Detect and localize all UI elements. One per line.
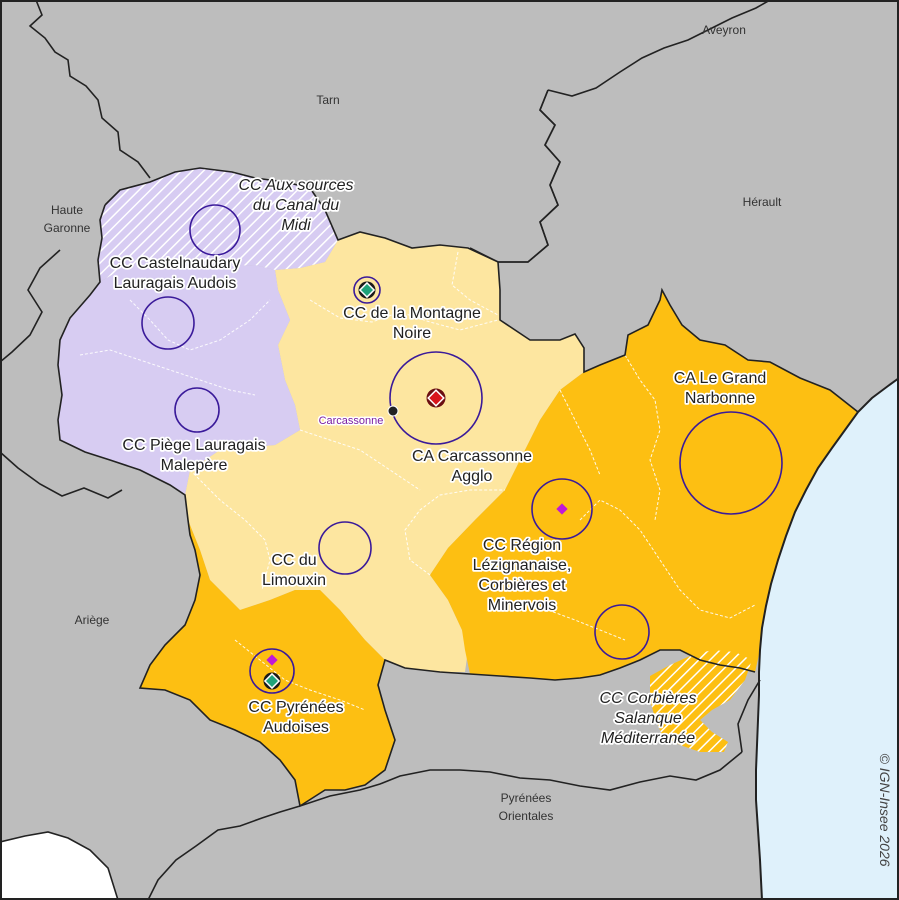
label-grand-narbonne-2: Narbonne — [685, 390, 755, 407]
label-piege-1: CC Piège Lauragais — [122, 437, 265, 454]
label-limouxin-2: Limouxin — [262, 572, 326, 589]
circle-lezignanaise — [531, 478, 593, 540]
label-montagne-noire-1: CC de la Montagne — [343, 305, 481, 322]
label-carcassonne-agglo-1: CA Carcassonne — [412, 448, 532, 465]
label-pyrenees-audoises-2: Audoises — [263, 719, 329, 736]
aude-border — [104, 89, 561, 263]
dept-label-po-2: Orientales — [499, 809, 554, 823]
epci-circles — [141, 204, 783, 694]
department-labels: Tarn Aveyron Hérault Haute Garonne Arièg… — [44, 23, 782, 823]
label-corbieres-salanque-1: CC Corbières — [600, 690, 697, 707]
dept-label-ariege: Ariège — [75, 613, 110, 627]
aude-border-east — [497, 261, 859, 413]
label-corbieres-salanque-2: Salanque — [614, 710, 682, 727]
city-dot — [387, 405, 399, 417]
label-lezignanaise-4: Minervois — [488, 597, 556, 614]
aude-border-south — [57, 204, 756, 808]
dept-label-tarn: Tarn — [316, 93, 339, 107]
coastline — [755, 377, 899, 900]
label-montagne-noire-2: Noire — [393, 325, 431, 342]
magenta-diamond-icon — [266, 654, 278, 666]
circle-castelnaudary — [141, 296, 195, 350]
zone-ca-orange-east — [430, 290, 858, 680]
label-lezignanaise-1: CC Région — [483, 537, 561, 554]
zone-ca-orange-southwest — [140, 520, 395, 806]
label-lezignanaise-2: Lézignanaise, — [473, 557, 572, 574]
circle-piege — [174, 387, 220, 433]
dept-label-haute-garonne-2: Garonne — [44, 221, 91, 235]
epci-zones — [58, 168, 858, 806]
dept-label-haute-garonne-1: Haute — [51, 203, 83, 217]
green-diamond-icon — [358, 281, 376, 299]
dept-label-herault: Hérault — [743, 195, 782, 209]
dept-label-po-1: Pyrénées — [501, 791, 552, 805]
label-grand-narbonne-1: CA Le Grand — [674, 370, 767, 387]
zone-aux-sources-hatched — [98, 168, 338, 282]
label-aux-sources-1: CC Aux sources — [239, 177, 354, 194]
zone-corbieres-salanque-hatched — [650, 650, 752, 752]
copyright-text: © IGN-Insee 2026 — [877, 753, 893, 866]
label-aux-sources-2: du Canal du — [253, 197, 339, 214]
label-limouxin-1: CC du — [271, 552, 316, 569]
circle-grand-narbonne — [679, 411, 783, 515]
city-label-carcassonne: Carcassonne — [319, 415, 384, 427]
label-lezignanaise-3: Corbières et — [478, 577, 566, 594]
zone-lauragais — [58, 260, 300, 495]
zone-ca-carcassonne — [185, 232, 584, 672]
circle-aux-sources — [189, 204, 241, 256]
sea — [756, 378, 899, 900]
green-diamond-icon — [263, 672, 281, 690]
circle-carcassonne-agglo — [389, 351, 483, 445]
seat-markers — [263, 281, 568, 690]
red-diamond-icon — [426, 388, 446, 408]
circle-limouxin — [318, 521, 372, 575]
label-piege-2: Malepère — [161, 457, 228, 474]
spain-area — [0, 832, 118, 900]
label-corbieres-salanque-3: Méditerranée — [601, 730, 695, 747]
circle-pyrenees-audoises — [249, 648, 295, 694]
dept-label-aveyron: Aveyron — [702, 23, 746, 37]
label-castelnaudary-2: Lauragais Audois — [114, 275, 237, 292]
label-castelnaudary-1: CC Castelnaudary — [110, 255, 241, 272]
magenta-diamond-icon — [556, 503, 568, 515]
department-boundaries — [0, 0, 771, 900]
label-carcassonne-agglo-2: Agglo — [452, 468, 493, 485]
circle-corbieres-salanque — [594, 604, 650, 660]
circle-montagne-noire — [353, 276, 381, 304]
label-pyrenees-audoises-1: CC Pyrénées — [248, 699, 343, 716]
label-aux-sources-3: Midi — [281, 217, 311, 234]
epci-labels: CC Aux sources du Canal du Midi CC Caste… — [108, 175, 768, 749]
